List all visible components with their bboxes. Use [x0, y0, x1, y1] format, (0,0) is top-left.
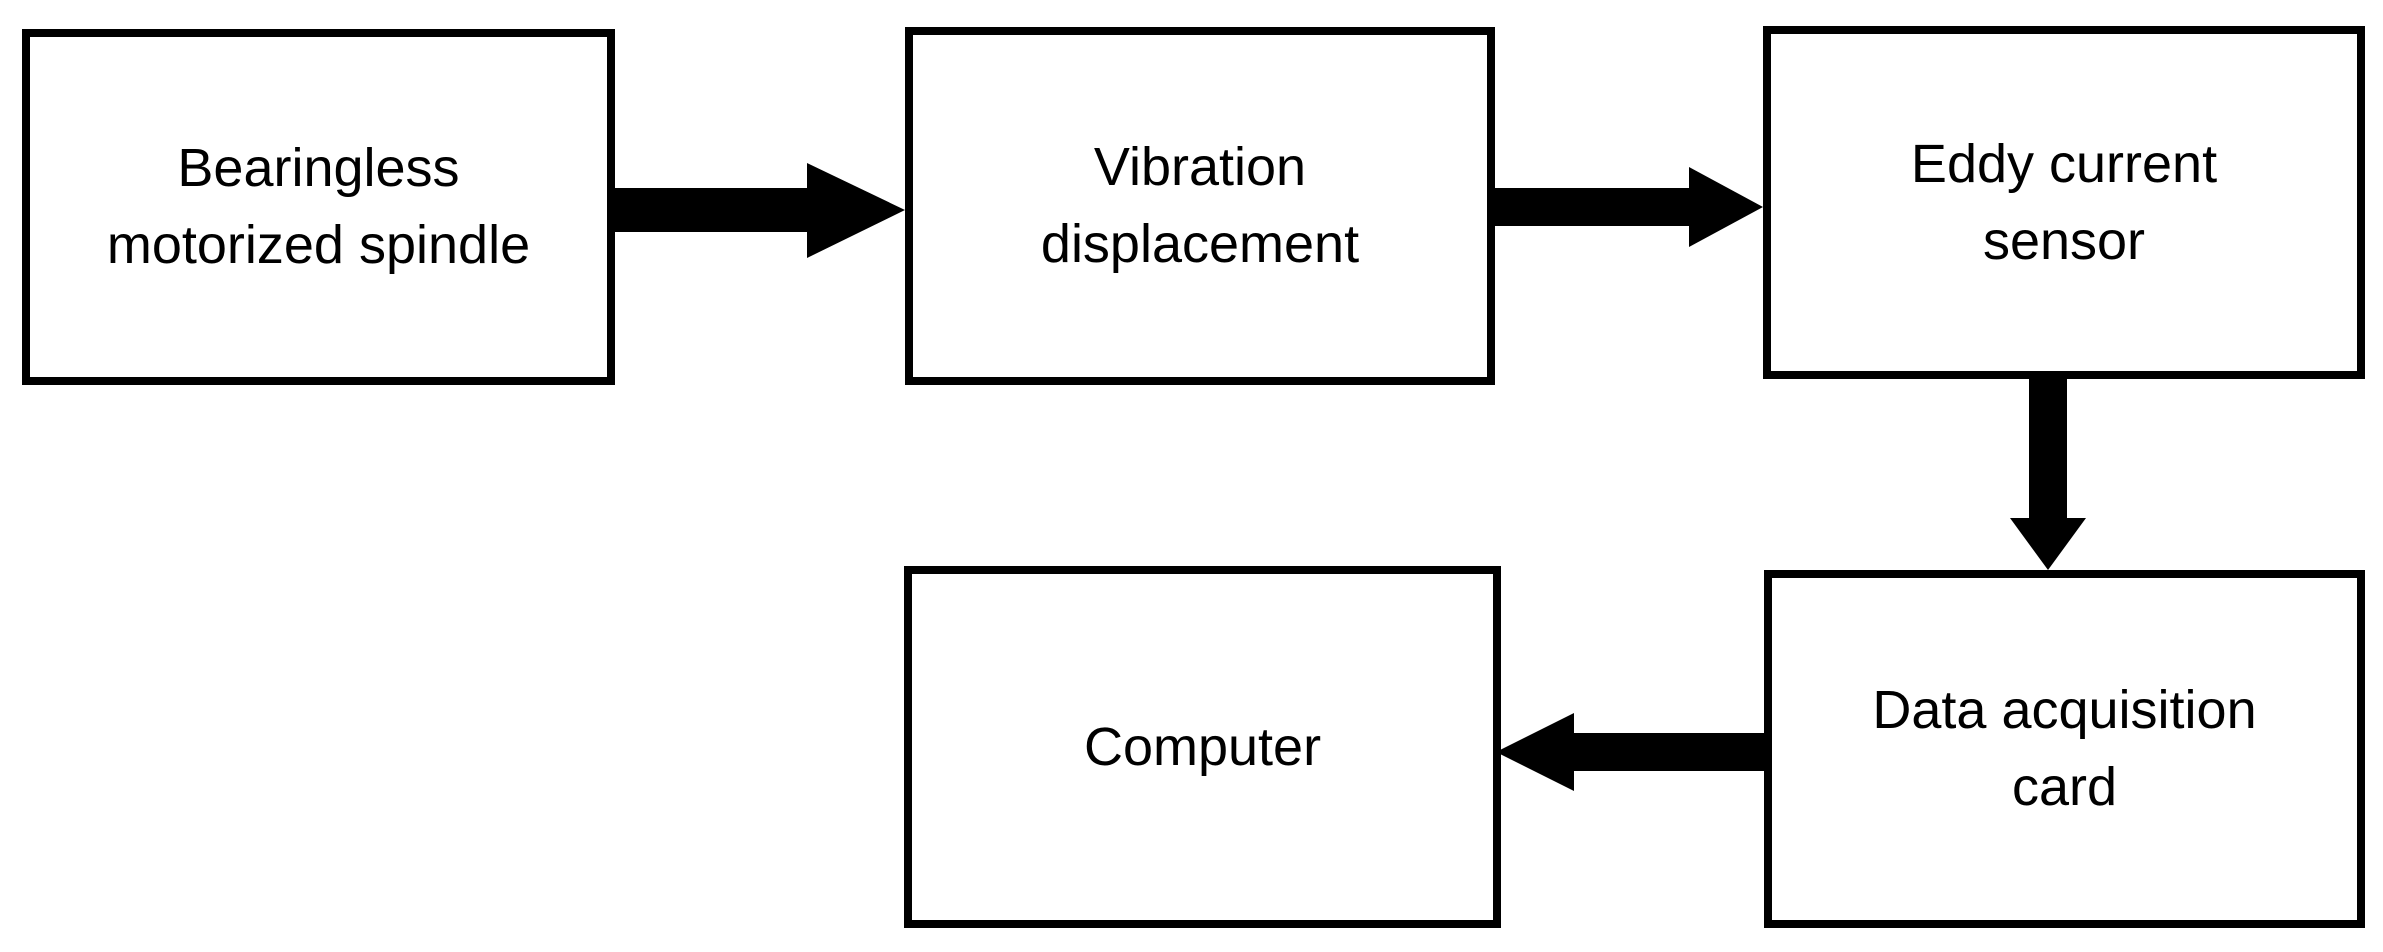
- node-label: Vibration displacement: [1041, 129, 1359, 283]
- node-vibration-displacement: Vibration displacement: [905, 27, 1495, 385]
- node-label-line: displacement: [1040, 214, 1360, 274]
- arrow-head-right-icon: [1689, 167, 1763, 247]
- node-label: Data acquisition card: [1872, 672, 2256, 826]
- arrow-stem: [1495, 188, 1693, 226]
- node-computer: Computer: [904, 566, 1501, 928]
- arrow-vibration-to-eddy: [1495, 167, 1763, 247]
- arrow-stem: [1572, 733, 1764, 771]
- node-label-line: Vibration: [1093, 137, 1307, 197]
- node-label: Computer: [1084, 709, 1321, 786]
- node-label-line: motorized spindle: [106, 215, 531, 275]
- node-label-line: card: [2011, 757, 2118, 817]
- node-label-line: Bearingless: [177, 138, 460, 198]
- node-label: Bearingless motorized spindle: [107, 130, 530, 284]
- node-eddy-current-sensor: Eddy current sensor: [1763, 26, 2365, 379]
- node-bearingless-motorized-spindle: Bearingless motorized spindle: [22, 29, 615, 385]
- node-label-line: Computer: [1083, 716, 1322, 777]
- arrow-stem: [615, 188, 813, 232]
- arrow-spindle-to-vibration: [615, 163, 905, 258]
- node-label-line: sensor: [1982, 210, 2146, 271]
- arrow-eddy-to-daq: [2010, 378, 2086, 570]
- node-label-line: Data acquisition: [1872, 680, 2257, 740]
- node-label: Eddy current sensor: [1911, 126, 2217, 280]
- node-data-acquisition-card: Data acquisition card: [1764, 570, 2365, 928]
- arrow-stem: [2029, 378, 2067, 519]
- arrow-daq-to-computer: [1496, 713, 1764, 791]
- arrow-head-right-icon: [807, 163, 905, 258]
- arrow-head-down-icon: [2010, 518, 2086, 570]
- arrow-head-left-icon: [1496, 713, 1574, 791]
- node-label-line: Eddy current: [1910, 133, 2218, 194]
